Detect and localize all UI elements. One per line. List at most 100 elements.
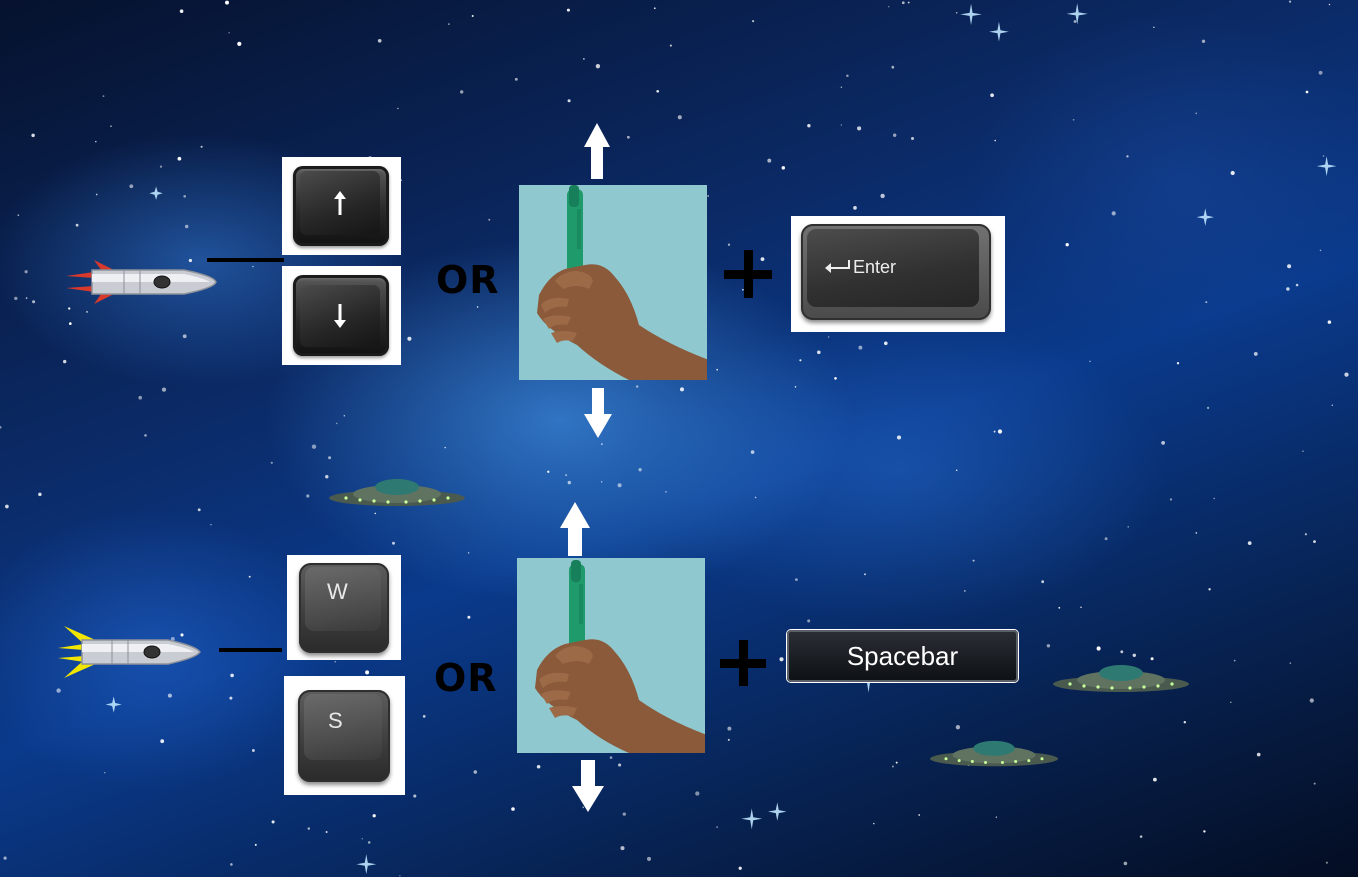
star <box>104 771 106 774</box>
star <box>1328 3 1331 6</box>
star <box>1150 657 1154 661</box>
star <box>230 673 234 678</box>
star <box>473 770 478 774</box>
star <box>1161 441 1165 445</box>
ufo-icon <box>1053 665 1189 692</box>
arrow-down-icon <box>584 388 612 438</box>
return-arrow-icon <box>825 260 850 273</box>
star <box>565 474 568 477</box>
star <box>1318 70 1323 75</box>
star <box>656 89 660 93</box>
star <box>622 812 626 816</box>
star <box>1041 580 1045 584</box>
hand-holding-marker <box>535 560 705 753</box>
star <box>229 696 233 700</box>
star <box>1305 90 1309 94</box>
sparkle-star <box>1316 156 1337 177</box>
star <box>896 435 902 440</box>
arrow-down-icon <box>334 304 346 328</box>
or-label: OR <box>434 656 498 700</box>
star <box>888 6 890 8</box>
star <box>1325 861 1328 864</box>
star <box>853 206 857 210</box>
star <box>1123 861 1128 866</box>
star <box>1286 287 1290 291</box>
star <box>377 38 382 43</box>
arrow-up-icon <box>584 123 610 179</box>
star <box>0 425 2 429</box>
star <box>795 578 798 581</box>
star <box>695 791 700 796</box>
star <box>716 826 718 828</box>
star <box>1111 211 1116 216</box>
star <box>638 468 642 472</box>
star <box>799 359 802 362</box>
ufo-icon <box>930 740 1058 767</box>
star <box>964 590 966 592</box>
star <box>1058 606 1061 609</box>
star <box>32 300 36 304</box>
star <box>727 243 731 246</box>
star <box>895 761 898 764</box>
star <box>306 494 310 498</box>
star <box>400 179 403 181</box>
star <box>1256 752 1261 757</box>
star <box>407 336 412 341</box>
star <box>86 310 88 313</box>
star <box>188 258 193 263</box>
ufo-icon <box>329 479 465 506</box>
star <box>858 345 863 350</box>
star <box>210 523 212 526</box>
star <box>1195 532 1198 534</box>
star <box>374 512 377 515</box>
star <box>1206 406 1210 410</box>
star <box>1153 777 1157 782</box>
star <box>893 133 897 137</box>
star <box>367 841 371 844</box>
star <box>990 93 994 98</box>
star <box>911 137 914 140</box>
star <box>1319 249 1322 252</box>
star <box>891 765 894 768</box>
star <box>955 469 958 471</box>
star <box>635 385 639 388</box>
star <box>1233 659 1236 662</box>
star <box>767 158 772 163</box>
star <box>5 504 9 509</box>
star <box>334 660 337 663</box>
star <box>200 145 203 148</box>
star <box>1201 39 1206 43</box>
down-arrow-key <box>293 275 389 356</box>
star <box>738 866 742 870</box>
star <box>1313 540 1316 543</box>
tilt-controller-photo <box>517 558 705 753</box>
enter-key-card: Enter <box>791 216 1005 332</box>
star <box>95 193 98 196</box>
rocket-yellow-icon <box>58 626 201 678</box>
star <box>617 483 622 488</box>
star <box>840 124 842 126</box>
star <box>1195 112 1197 115</box>
star <box>1288 0 1292 3</box>
star <box>901 1 905 5</box>
star <box>1120 650 1124 654</box>
star <box>1253 351 1258 356</box>
star <box>1153 26 1155 28</box>
down-key-card <box>282 266 401 365</box>
star <box>1230 701 1232 704</box>
star <box>1287 264 1292 269</box>
star <box>254 843 257 846</box>
star <box>864 573 866 576</box>
star <box>129 184 134 189</box>
star <box>1089 360 1091 363</box>
star <box>880 193 885 199</box>
star <box>601 481 603 483</box>
star <box>3 856 7 860</box>
star <box>179 9 184 13</box>
star <box>1065 243 1069 247</box>
star <box>653 7 656 10</box>
star <box>677 115 682 120</box>
enter-key-label: Enter <box>853 257 897 277</box>
sparkle-star <box>356 854 377 875</box>
star <box>511 807 515 811</box>
